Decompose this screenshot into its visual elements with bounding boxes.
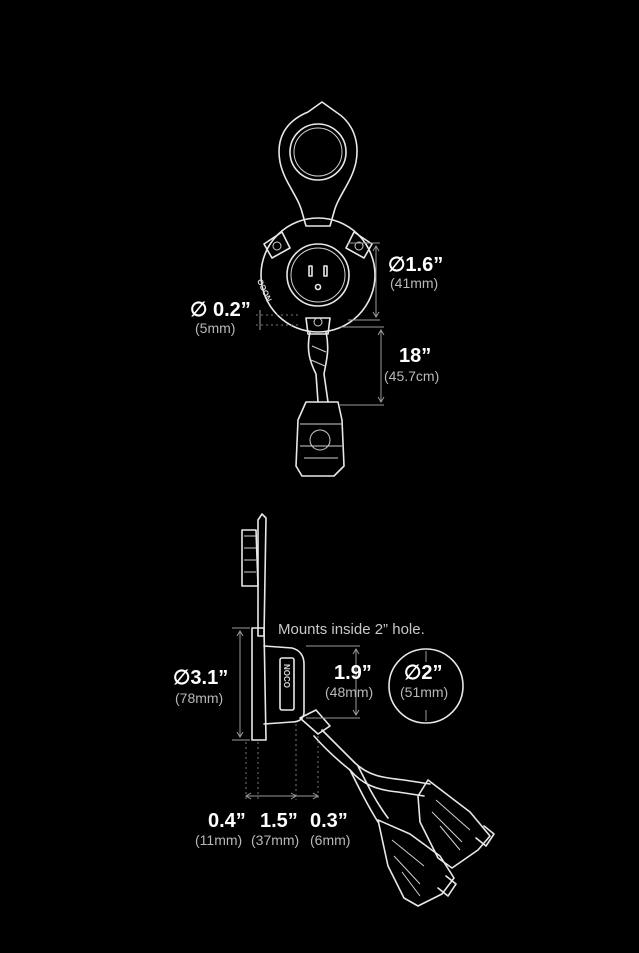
side-body [263,645,305,725]
side-cable-split-b [349,765,389,823]
cap-tether [278,101,358,227]
dim-body-depth-metric: (37mm) [251,832,299,848]
side-view-drawing: NOCO [232,513,495,907]
outlet-face-inner [290,247,346,303]
dim-flange-depth-value: 0.4” [208,810,246,832]
side-flange [251,627,267,741]
side-cable [299,709,355,771]
dim-flange-diameter-value: ∅3.1” [173,667,228,689]
side-tether [257,513,267,637]
plug-top [295,401,345,477]
dim-flange-line [232,627,250,741]
dim-cable-line [340,326,384,406]
dim-hole-line [256,314,300,326]
side-cap [241,529,259,587]
dim-hole-diameter-metric: (5mm) [195,320,235,336]
outlet-body [260,217,376,333]
brand-logo-side: NOCO [282,664,291,688]
top-view-drawing: NOCO [256,101,385,477]
socket-ground [314,283,322,291]
dim-strain-relief-metric: (6mm) [310,832,350,848]
dim-cable-length-metric: (45.7cm) [384,368,439,384]
dim-depth-arrows [245,792,319,800]
dim-flange-diameter-metric: (78mm) [175,690,223,706]
side-label-plate [279,657,295,711]
dim-face-diameter-metric: (41mm) [390,275,438,291]
dim-hole-circle [388,648,464,724]
dim-body-depth-value: 1.5” [260,810,298,832]
dim-body-line [306,645,360,719]
dim-body-height-metric: (48mm) [325,684,373,700]
plug-ribs [300,423,342,459]
dim-body-height-value: 1.9” [334,662,372,684]
dim-face-arrows [372,245,380,318]
dim-depth-guides [245,724,319,800]
socket-slot-left [308,265,313,277]
dim-hole-size-metric: (51mm) [400,684,448,700]
dim-cable-arrows [377,329,385,403]
side-plug-a [417,779,495,869]
side-cable-split-a [349,761,431,797]
plug-face [309,429,331,451]
dim-cable-length-value: 18” [399,345,431,367]
cap-ring-inner [293,127,343,177]
side-plug-b [377,819,457,907]
dim-face-line [348,242,380,321]
dim-face-diameter-value: ∅1.6” [388,254,443,276]
dim-hole-diameter-value: ∅ 0.2” [190,299,251,321]
dim-flange-depth-metric: (11mm) [195,832,242,848]
brand-logo-top: NOCO [256,277,274,303]
dim-flange-arrows [236,630,244,738]
dim-hole-size-value: ∅2” [404,662,443,684]
cap-ring [289,123,347,181]
cable-top [307,331,329,403]
cable-twist [310,345,327,367]
dim-body-arrows [352,648,360,716]
dim-strain-relief-value: 0.3” [310,810,348,832]
mount-note: Mounts inside 2” hole. [278,621,425,638]
outlet-face [286,243,350,307]
socket-slot-right [323,265,328,277]
side-cap-ridges [244,535,256,573]
mount-tabs [263,231,373,335]
